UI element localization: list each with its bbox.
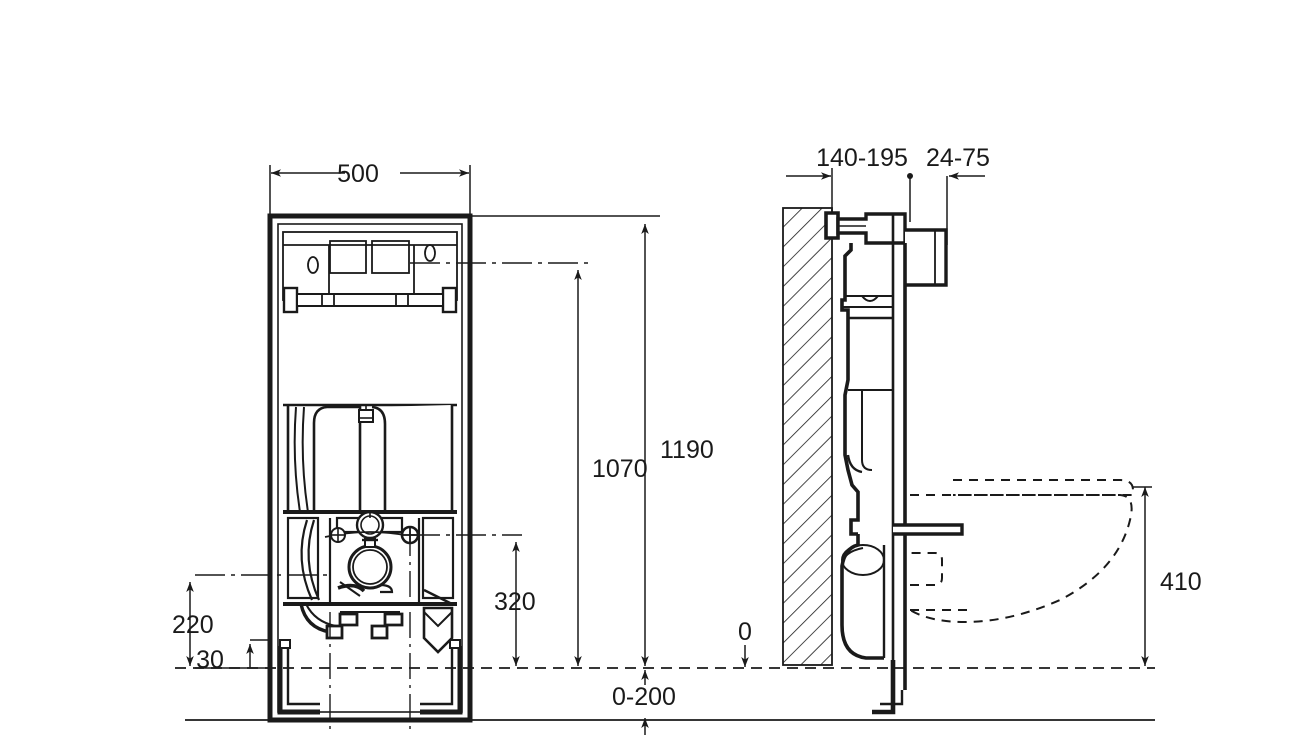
valve-diamond	[422, 606, 454, 654]
side-cistern-profile	[824, 211, 964, 715]
front-extension-lines	[195, 215, 660, 576]
port-mark-right-icon	[424, 244, 436, 262]
front-outlet-assembly	[283, 510, 457, 606]
port-mark-left-icon	[307, 256, 319, 274]
dimension-label-410: 410	[1160, 568, 1202, 596]
front-bowl-support	[286, 405, 454, 514]
front-cistern-box	[282, 231, 458, 301]
front-centre-lines	[329, 530, 411, 732]
datum-label-0: 0	[738, 618, 752, 646]
front-support-rail	[282, 286, 458, 314]
outlet-pipe-icon	[347, 544, 393, 590]
water-connector-left	[325, 612, 359, 640]
dimension-label-320: 320	[494, 588, 536, 616]
dimension-24-75	[907, 172, 985, 245]
dimension-label-500: 500	[337, 160, 379, 188]
water-connector-right	[370, 612, 404, 640]
dimension-label-220: 220	[172, 611, 214, 639]
wc-bowl-outline	[909, 479, 1134, 624]
dimension-140-195	[786, 168, 833, 212]
dimension-label-140-195: 140-195	[816, 144, 908, 172]
dimension-label-1190: 1190	[660, 436, 714, 464]
dimension-500	[269, 165, 471, 214]
dimension-label-0-200: 0-200	[612, 683, 676, 711]
front-lower-pipework	[277, 603, 463, 715]
dimension-label-30: 30	[196, 646, 224, 674]
dimension-label-24-75: 24-75	[926, 144, 990, 172]
dimension-410	[1133, 486, 1152, 666]
side-wall	[782, 207, 833, 666]
dimension-label-1070: 1070	[592, 455, 648, 483]
